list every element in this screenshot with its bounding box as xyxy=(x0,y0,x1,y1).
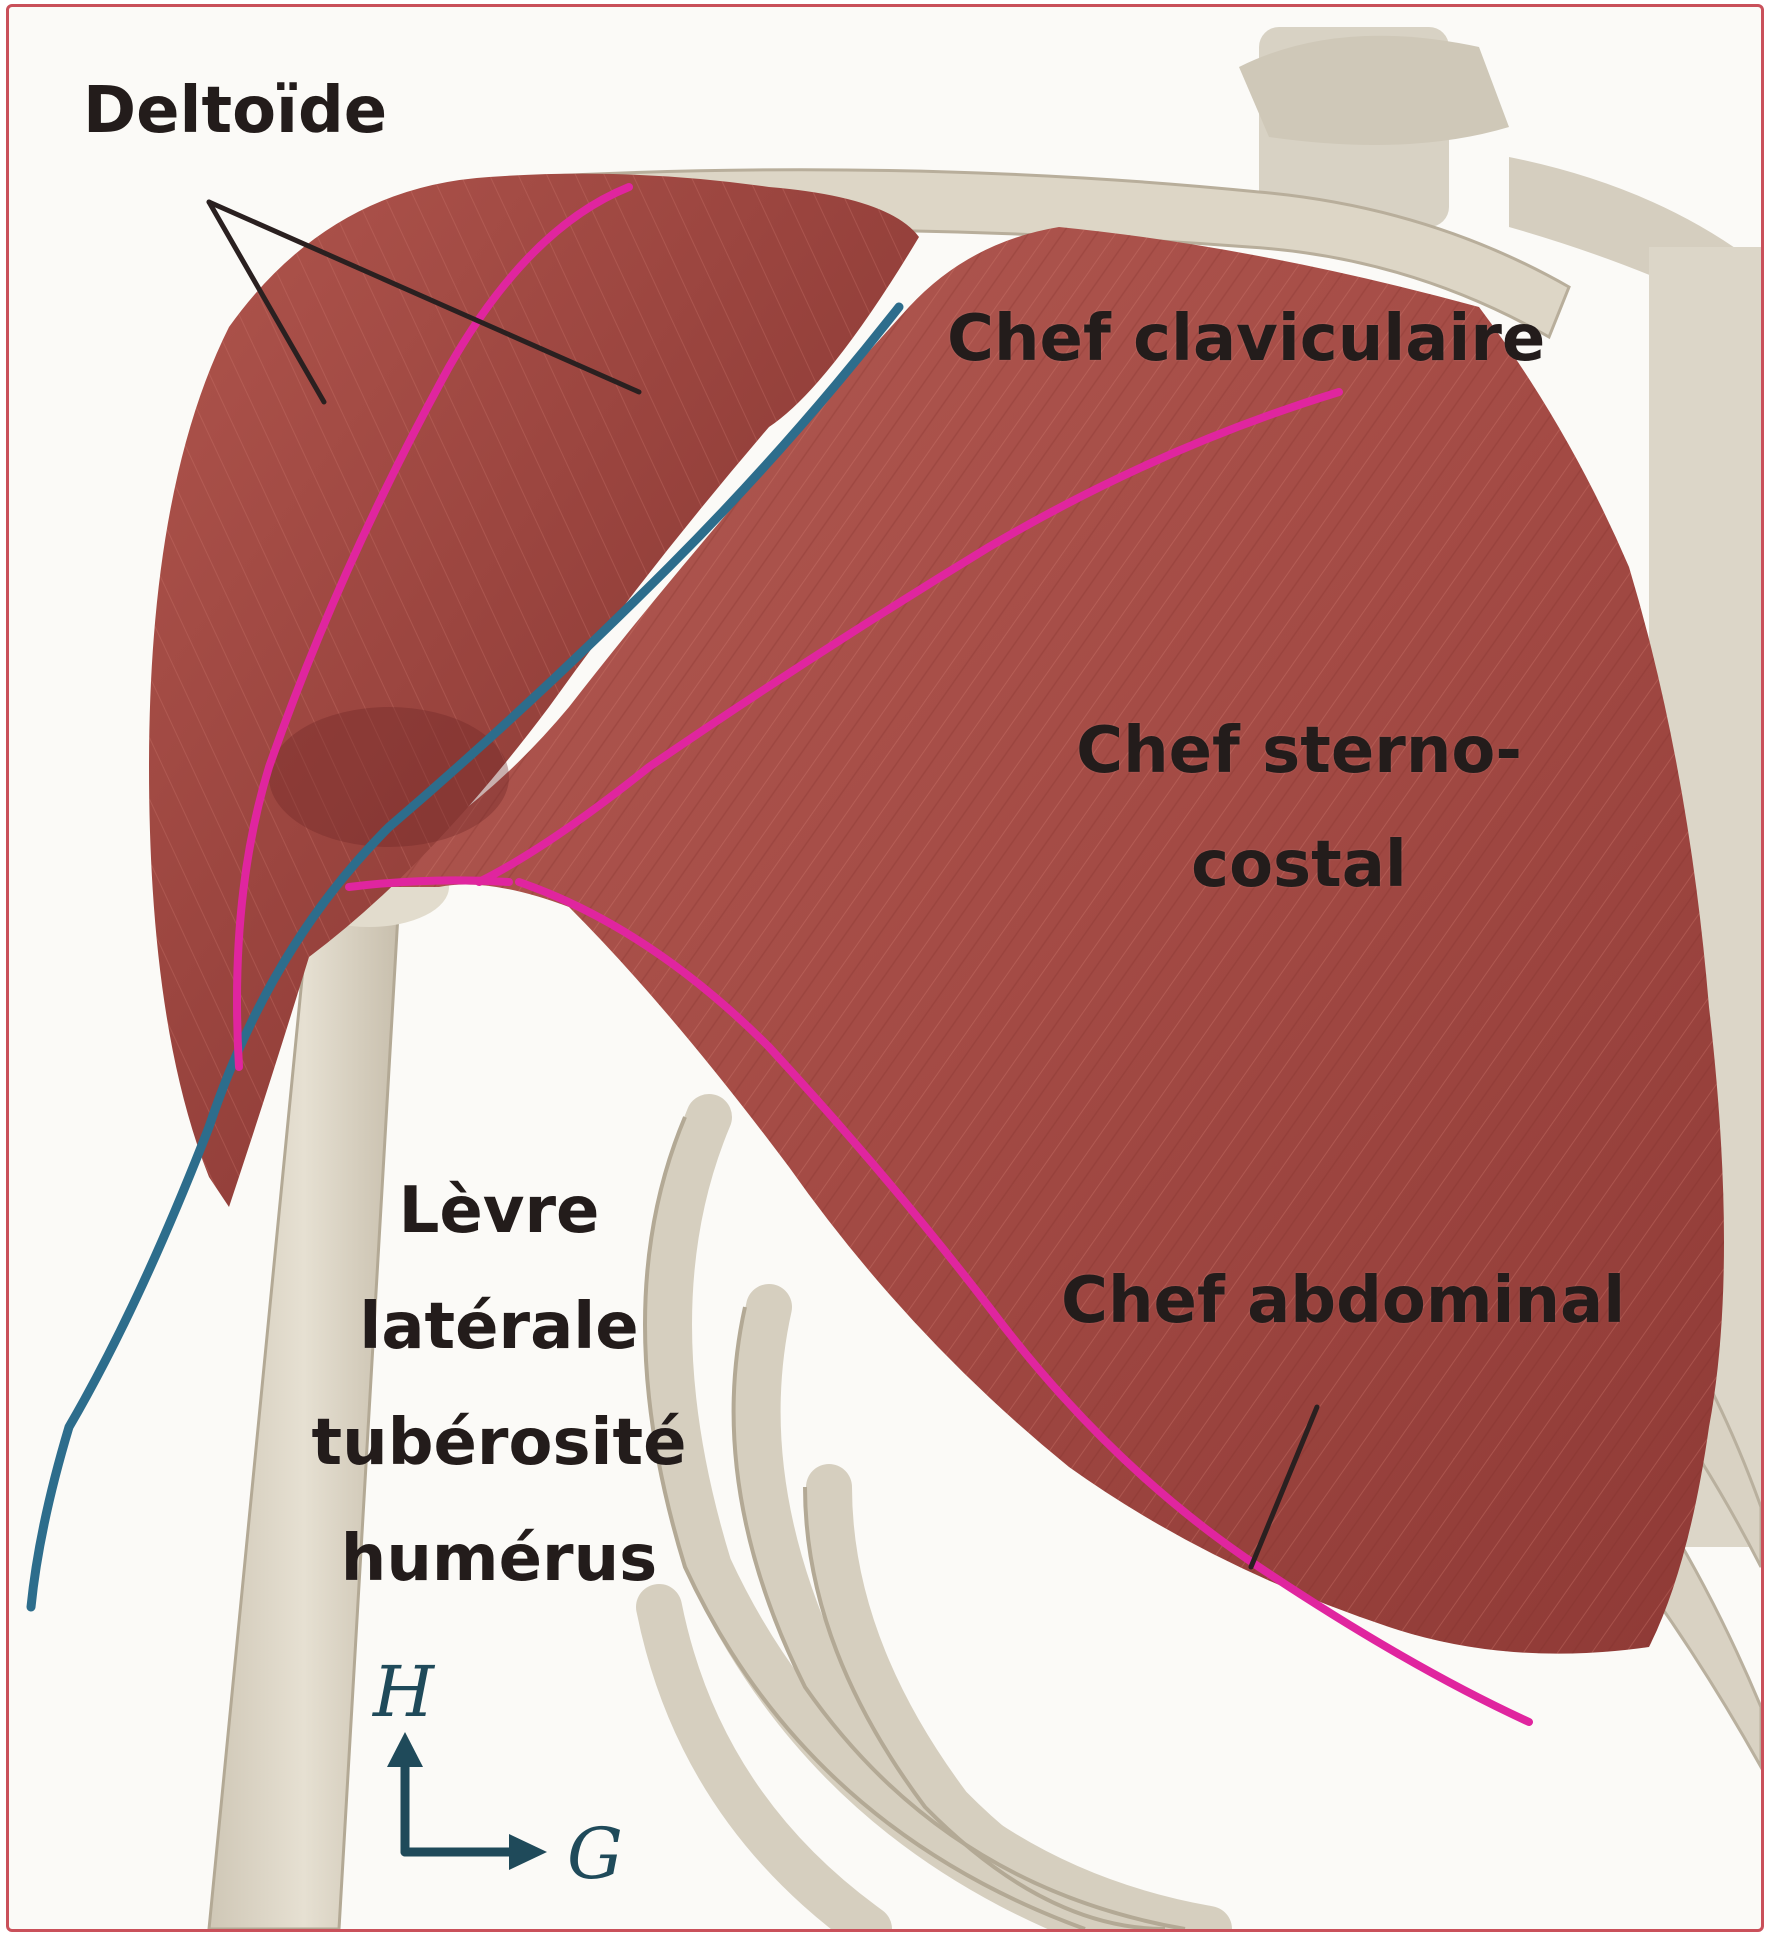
label-chef-abdominal: Chef abdominal xyxy=(1061,1269,1625,1333)
label-levre-line2: latérale xyxy=(279,1295,719,1359)
label-chef-sterno-costal-line2: costal xyxy=(1069,833,1529,897)
label-chef-claviculaire: Chef claviculaire xyxy=(947,307,1545,371)
orientation-up-label: H xyxy=(373,1657,434,1727)
orientation-axes xyxy=(387,1732,547,1870)
label-levre-line1: Lèvre xyxy=(279,1179,719,1243)
orientation-right-label: G xyxy=(567,1819,623,1889)
label-levre-line4: humérus xyxy=(279,1527,719,1591)
label-levre-line3: tubérosité xyxy=(279,1411,719,1475)
anatomy-illustration xyxy=(9,7,1761,1929)
figure-frame: Deltoïde Chef claviculaire Chef sterno- … xyxy=(6,4,1764,1932)
label-deltoide: Deltoïde xyxy=(83,79,387,143)
label-chef-sterno-costal-line1: Chef sterno- xyxy=(1069,719,1529,783)
